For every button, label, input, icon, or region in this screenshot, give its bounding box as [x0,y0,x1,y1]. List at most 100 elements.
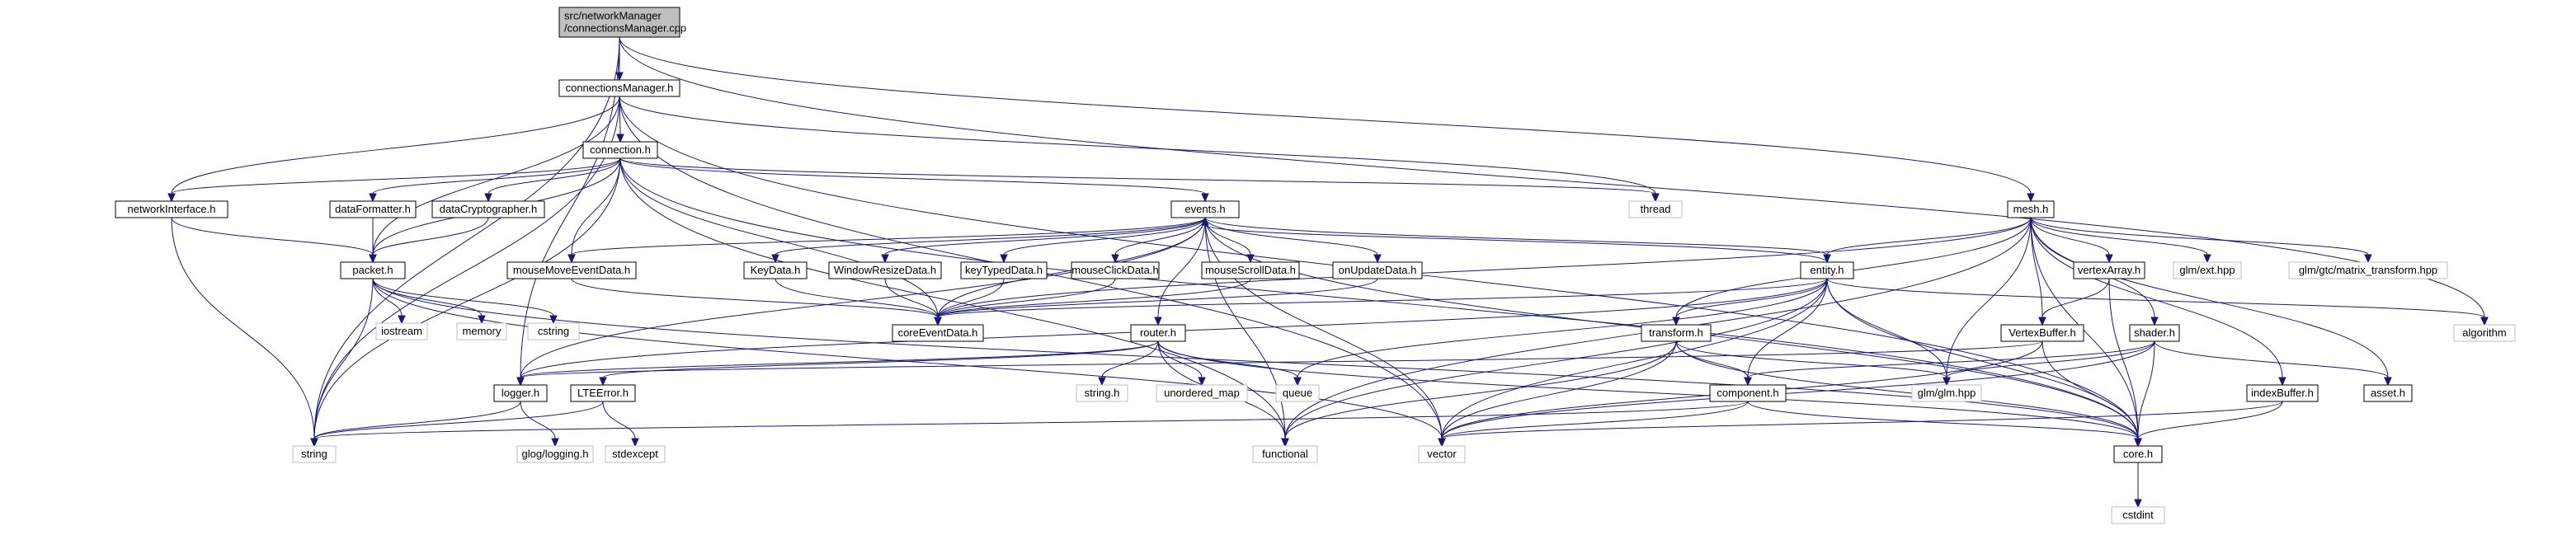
edge-arrowhead [2134,499,2142,509]
node-functional: functional [1252,445,1318,463]
node-box [605,445,666,463]
edge-line [1747,401,2139,439]
edge-line [171,96,620,195]
edge-lte-to-stdexcept [602,401,639,448]
node-box [1709,384,1787,402]
edge-va-to-core [2108,278,2142,448]
edge-ev-to-ktd [1000,217,1206,264]
edge-line [1826,217,2032,256]
node-root[interactable]: src/networkManager/connectionsManager.cp… [558,7,686,38]
edge-line [1157,340,1203,378]
node-dc[interactable]: dataCryptographer.h [431,200,545,218]
edge-line [1284,278,1828,439]
node-label: asset.h [2371,387,2405,399]
edge-arrowhead [631,438,639,448]
node-ni[interactable]: networkInterface.h [115,200,228,218]
node-label: glm/ext.hpp [2179,264,2235,276]
node-oud[interactable]: onUpdateData.h [1332,261,1423,279]
node-df[interactable]: dataFormatter.h [329,200,417,218]
edge-arrowhead [934,317,942,326]
node-mmed[interactable]: mouseMoveEventData.h [506,261,637,279]
edge-line [520,340,2043,378]
node-box [558,7,680,38]
node-core[interactable]: core.h [2113,445,2163,463]
node-ced[interactable]: coreEventData.h [892,324,984,342]
edge-line [1675,278,1828,318]
node-box [2113,445,2163,463]
node-ktd[interactable]: keyTypedData.h [960,261,1048,279]
node-algorithm: algorithm [2453,324,2516,342]
node-msd[interactable]: mouseScrollData.h [1201,261,1300,279]
edge-line [171,217,374,256]
edge-logger-to-string [310,401,521,448]
node-kd[interactable]: KeyData.h [743,261,808,279]
node-vb[interactable]: VertexBuffer.h [2000,324,2084,342]
edge-arrowhead [2278,377,2286,387]
edge-mesh-to-entity [1823,217,2032,264]
edge-entity-to-glm [1826,278,1951,387]
edge-line [1747,278,1828,378]
edge-ev-to-wrd [881,217,1206,264]
node-mcd[interactable]: mouseClickData.h [1071,261,1160,279]
node-pk[interactable]: packet.h [340,261,406,279]
edge-entity-to-vector [1438,278,1828,448]
node-label: connection.h [590,143,651,156]
node-mesh[interactable]: mesh.h [2007,200,2055,218]
node-ib[interactable]: indexBuffer.h [2246,384,2319,402]
edge-line [884,217,1206,256]
node-router[interactable]: router.h [1130,324,1186,342]
nodes-layer: src/networkManager/connectionsManager.cp… [115,7,2516,524]
node-asset[interactable]: asset.h [2363,384,2413,402]
node-label: cstring [538,325,569,337]
node-label: dataFormatter.h [335,203,411,215]
edge-line [1675,340,1947,378]
edge-ktd-to-ced [934,278,1005,326]
edge-arrowhead [1373,254,1382,264]
edge-line [1297,278,1828,378]
edge-line [1114,217,1206,256]
node-box [1130,324,1186,342]
node-shader[interactable]: shader.h [2129,324,2180,342]
edge-arrowhead [1000,254,1008,264]
node-label: unordered_map [1164,387,1240,399]
node-label: mesh.h [2013,203,2049,215]
node-cm[interactable]: connectionsManager.h [558,79,680,97]
node-label: component.h [1717,387,1778,399]
node-label: glog/logging.h [522,448,589,460]
node-box [375,322,428,340]
edge-transform-to-component [1675,340,1752,387]
edge-root-to-mesh [619,36,2035,203]
edge-arrowhead [771,254,779,264]
edge-mesh-to-va [2030,217,2113,264]
edge-component-to-string [310,401,1749,448]
edge-ev-to-vector [1204,217,1446,448]
node-wrd[interactable]: WindowResizeData.h [828,261,942,279]
edge-line [1157,340,2139,439]
node-conn[interactable]: connection.h [582,141,658,159]
edge-kd-to-ced [775,278,942,326]
node-va[interactable]: vertexArray.h [2073,261,2145,279]
node-entity[interactable]: entity.h [1800,261,1854,279]
node-label: shader.h [2134,326,2175,339]
edge-line [1675,340,2139,439]
edge-ni-to-pk [171,217,377,264]
edge-line [372,278,554,317]
edge-arrowhead [369,254,377,264]
node-label: memory [463,325,502,337]
node-cstdint: cstdint [2111,506,2165,524]
node-label: glm/gtc/matrix_transform.hpp [2299,264,2437,276]
node-logger[interactable]: logger.h [493,384,548,402]
node-lte[interactable]: LTEError.h [570,384,636,402]
node-ev[interactable]: events.h [1170,200,1240,218]
edge-line [171,157,621,195]
edge-entity-to-ced [934,278,1828,326]
node-transform[interactable]: transform.h [1641,324,1712,342]
edge-conn-to-ced [619,157,942,326]
edge-lte-to-string [310,401,604,448]
edge-line [571,157,621,256]
node-component[interactable]: component.h [1709,384,1787,402]
node-label: vector [1427,448,1457,460]
edge-logger-to-gloglog [520,401,559,448]
edge-line [602,340,1159,378]
edge-mcd-to-ced [934,278,1116,326]
